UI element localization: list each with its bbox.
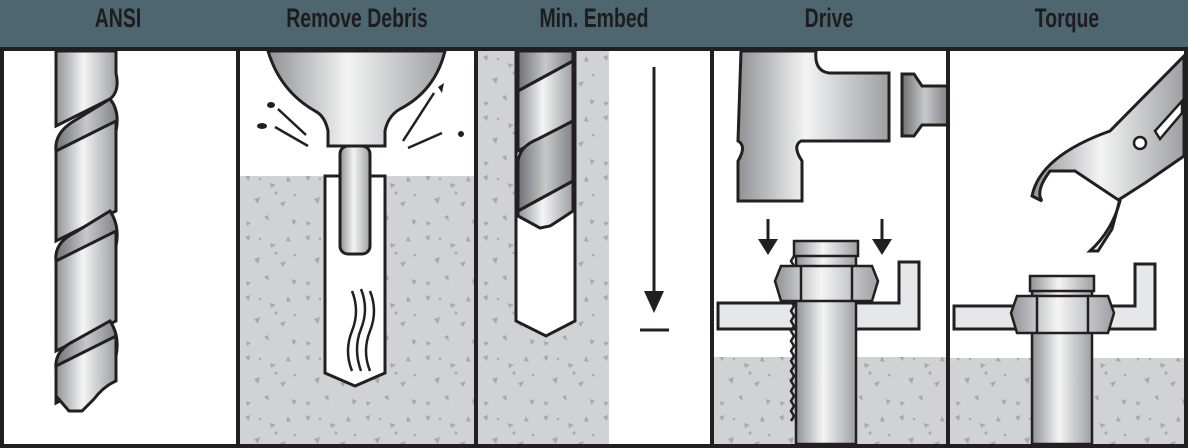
depth-arrow-icon	[640, 67, 669, 332]
panel-divider	[474, 47, 478, 448]
step-label-ansi: ANSI	[94, 3, 142, 33]
panel-min-embed	[478, 51, 669, 444]
panel-torque	[950, 53, 1184, 444]
step-label-drive: Drive	[804, 3, 854, 33]
hammer-head-icon	[736, 51, 891, 203]
drill-bit-icon	[54, 51, 119, 413]
step-label-torque: Torque	[1034, 3, 1100, 33]
step-label-remove-debris: Remove Debris	[286, 3, 428, 33]
airflow-lines-icon	[274, 92, 443, 372]
panel-drive	[714, 51, 948, 444]
hammer-handle	[900, 72, 948, 138]
panel-remove-debris	[240, 51, 474, 444]
angle-bracket	[716, 260, 921, 331]
panel-ansi	[54, 51, 119, 413]
header-bar: ANSI Remove Debris Min. Embed Drive Torq…	[0, 0, 1188, 47]
drive-arrows-icon	[758, 219, 892, 255]
anchor-bolt-icon	[773, 239, 880, 444]
blower-nozzle-icon	[266, 51, 447, 148]
wrench-icon	[1030, 53, 1184, 253]
debris-particles-icon	[257, 83, 464, 137]
step-label-min-embed: Min. Embed	[539, 3, 649, 33]
panel-divider	[946, 47, 950, 448]
drill-bit-icon	[516, 51, 575, 230]
panel-divider	[236, 47, 240, 448]
panel-divider	[710, 47, 714, 448]
anchor-bolt-icon	[1009, 274, 1116, 444]
blower-tube	[338, 144, 372, 256]
